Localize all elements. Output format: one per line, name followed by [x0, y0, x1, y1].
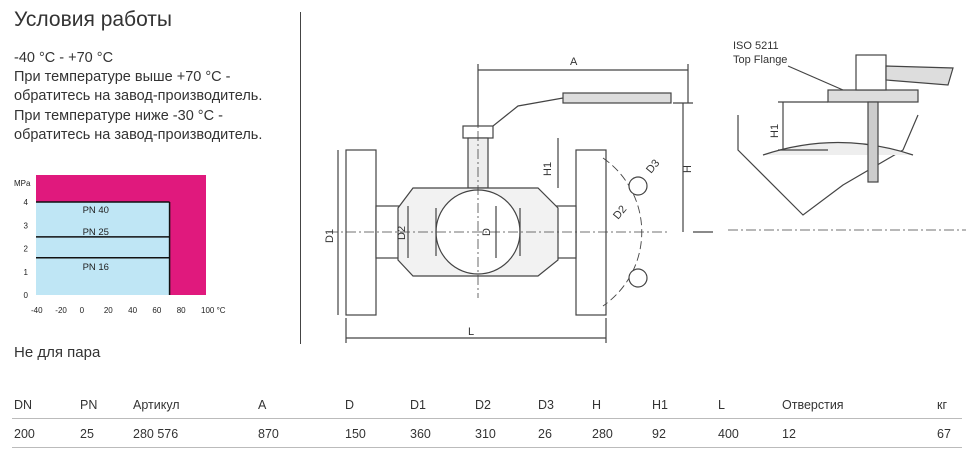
table-header: L	[718, 398, 725, 412]
table-header: кг	[937, 398, 948, 412]
dim-D2-circle: D2	[611, 203, 629, 221]
dim-D2: D2	[396, 226, 408, 240]
table-cell: 360	[410, 427, 431, 441]
table-cell: 25	[80, 427, 94, 441]
dim-H1-detail: H1	[769, 124, 781, 138]
table-header: D	[345, 398, 355, 412]
dim-A: A	[570, 56, 578, 68]
condition-line: -40 °C - +70 °C	[14, 50, 114, 66]
table-header: PN	[80, 398, 98, 412]
series-label: PN 25	[83, 227, 109, 238]
table-header: D2	[475, 398, 491, 412]
x-tick-label: 20	[104, 306, 113, 315]
x-tick-label: 100 °C	[201, 306, 226, 315]
pressure-temperature-chart: PN 40 PN 25 PN 16 MPa 0 1 2 3 4 -40 -20 0 20 40 6…	[14, 175, 226, 315]
condition-line: обратитесь на завод-производитель.	[14, 88, 263, 104]
table-divider	[12, 418, 962, 419]
x-tick-label: 0	[80, 306, 85, 315]
table-header: DN	[14, 398, 33, 412]
table-cell: 26	[538, 427, 552, 441]
y-tick-label: 3	[24, 221, 29, 230]
table-cell: 400	[718, 427, 739, 441]
table-header: Артикул	[133, 398, 180, 412]
x-tick-label: 80	[177, 306, 186, 315]
dim-D3: D3	[644, 157, 662, 175]
table-cell: 310	[475, 427, 496, 441]
table-divider	[12, 447, 962, 448]
table-cell: 870	[258, 427, 279, 441]
x-tick-label: -40	[31, 306, 43, 315]
table-cell: 280 576	[133, 427, 179, 441]
table-cell: 280	[592, 427, 613, 441]
x-tick-label: -20	[55, 306, 67, 315]
x-tick-label: 60	[152, 306, 161, 315]
dim-H: H	[682, 165, 694, 173]
y-axis-label: MPa	[14, 179, 31, 188]
y-tick-label: 4	[24, 198, 29, 207]
condition-line: При температуре ниже -30 °C -	[14, 108, 223, 124]
dim-H1: H1	[542, 162, 554, 176]
condition-line: При температуре выше +70 °C -	[14, 69, 231, 85]
y-tick-label: 0	[24, 291, 29, 300]
chart-allowed-area	[36, 202, 170, 295]
table-cell: 200	[14, 427, 35, 441]
top-flange-label: Top Flange	[733, 54, 787, 66]
condition-line: обратитесь на завод-производитель.	[14, 127, 263, 143]
table-header: D1	[410, 398, 426, 412]
table-cell: 150	[345, 427, 366, 441]
table-header: A	[258, 398, 267, 412]
top-flange-detail: ISO 5211 Top Flange H1	[728, 40, 966, 231]
page-title: Условия работы	[14, 8, 173, 31]
series-label: PN 40	[83, 205, 109, 216]
series-label: PN 16	[83, 262, 109, 273]
y-tick-label: 1	[24, 268, 29, 277]
iso-label: ISO 5211	[733, 40, 779, 52]
table-header: Отверстия	[782, 398, 844, 412]
table-header: H	[592, 398, 602, 412]
table-header: D3	[538, 398, 554, 412]
dim-D1: D1	[324, 229, 336, 243]
table-cell: 92	[652, 427, 666, 441]
dim-L: L	[468, 326, 474, 338]
valve-drawing: A H H1 D1 D2 D D2 D3 L	[324, 56, 713, 343]
table-header: H1	[652, 398, 668, 412]
vertical-divider	[300, 12, 301, 344]
table-cell: 12	[782, 427, 796, 441]
y-tick-label: 2	[24, 245, 29, 254]
steam-note: Не для пара	[14, 344, 101, 361]
x-tick-label: 40	[128, 306, 137, 315]
dim-D: D	[481, 228, 493, 236]
table-cell: 67	[937, 427, 951, 441]
